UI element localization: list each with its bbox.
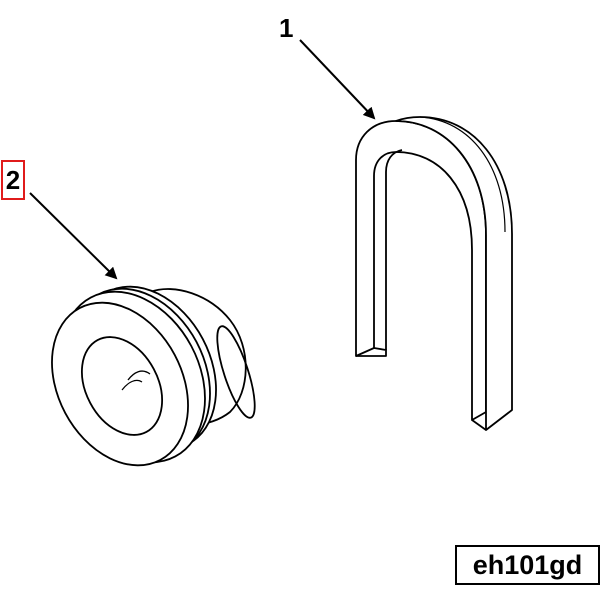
callout-number-2-highlighted: 2: [1, 160, 25, 200]
grommet-icon: [51, 285, 256, 467]
callout-number-1: 1: [279, 13, 294, 43]
leader-arrow-2: [29, 192, 118, 280]
u-clip-icon: [355, 116, 513, 431]
figure-id-label: eh101gd: [455, 545, 600, 585]
leader-arrow-1: [299, 39, 376, 120]
